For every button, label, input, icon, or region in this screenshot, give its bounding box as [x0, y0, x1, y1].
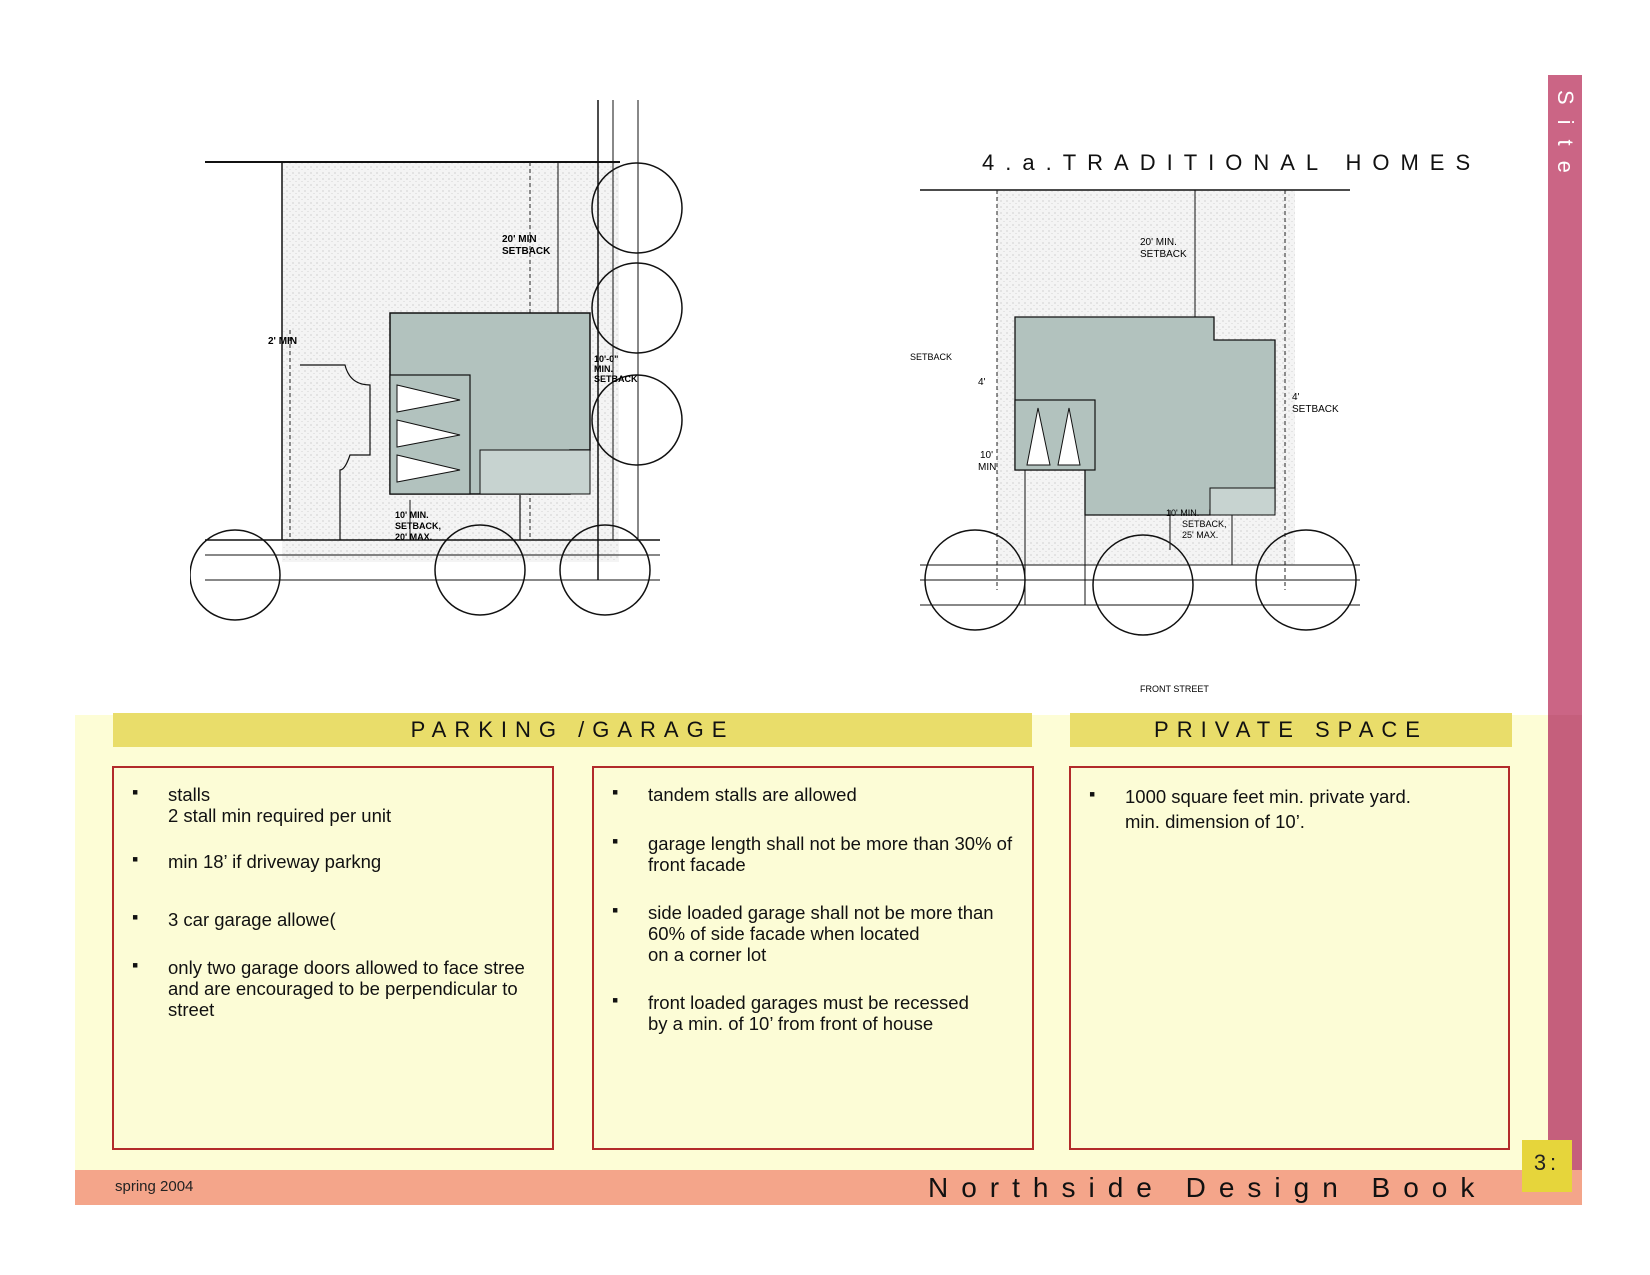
parking-box-1: stalls 2 stall min required per unit min…: [112, 766, 554, 1150]
private-list: 1000 square feet min. private yard. min.…: [1071, 782, 1508, 834]
list-item: 3 car garage allowe(: [114, 907, 552, 930]
list-item: stalls 2 stall min required per unit: [114, 782, 552, 826]
list-item: tandem stalls are allowed: [594, 782, 1032, 805]
list-item: garage length shall not be more than 30%…: [594, 831, 1032, 875]
list-item: front loaded garages must be recessed by…: [594, 990, 1032, 1034]
parking-list-1: stalls 2 stall min required per unit min…: [114, 782, 552, 1020]
left-front-setback-label: 10' MIN.SETBACK,20' MAX.: [395, 510, 441, 542]
list-item: 1000 square feet min. private yard. min.…: [1071, 782, 1508, 834]
right-rear-setback-label: 20' MIN.SETBACK: [1140, 237, 1187, 260]
right-left-setback-label: SETBACK: [910, 352, 952, 362]
right-site-plan: 20' MIN.SETBACK SETBACK 4' 4'SETBACK 10'…: [910, 189, 1360, 694]
right-front-setback-label: 10' MIN.SETBACK,25' MAX.: [1166, 508, 1227, 540]
private-space-box: 1000 square feet min. private yard. min.…: [1069, 766, 1510, 1150]
left-side-setback-label: 10'-0"MIN.SETBACK: [594, 354, 638, 384]
parking-garage-header: PARKING /GARAGE: [113, 713, 1032, 747]
list-item: only two garage doors allowed to face st…: [114, 955, 552, 1020]
left-side-min-label: 2' MIN: [268, 336, 297, 347]
footer-date: spring 2004: [115, 1178, 194, 1195]
right-right-setback-label: 4'SETBACK: [1292, 392, 1339, 415]
list-item: side loaded garage shall not be more tha…: [594, 900, 1032, 965]
right-left-4-label: 4': [978, 377, 986, 388]
footer-title: Northside Design Book: [928, 1172, 1488, 1203]
page-number: 3:: [1533, 1150, 1561, 1175]
street-label: FRONT STREET: [1140, 684, 1209, 694]
page-title: 4.a.TRADITIONAL HOMES: [982, 150, 1482, 175]
parking-list-2: tandem stalls are allowed garage length …: [594, 782, 1032, 1034]
private-space-header: PRIVATE SPACE: [1070, 713, 1512, 747]
footer-bar: [75, 1170, 1582, 1205]
sidebar-label: Site Planning: [1527, 90, 1578, 296]
right-garage-recess-label: 10'MIN: [978, 450, 996, 473]
parking-box-2: tandem stalls are allowed garage length …: [592, 766, 1034, 1150]
sidebar-top: [1548, 75, 1582, 715]
list-item: min 18’ if driveway parkng: [114, 849, 552, 872]
page-number-box: [1522, 1140, 1572, 1192]
